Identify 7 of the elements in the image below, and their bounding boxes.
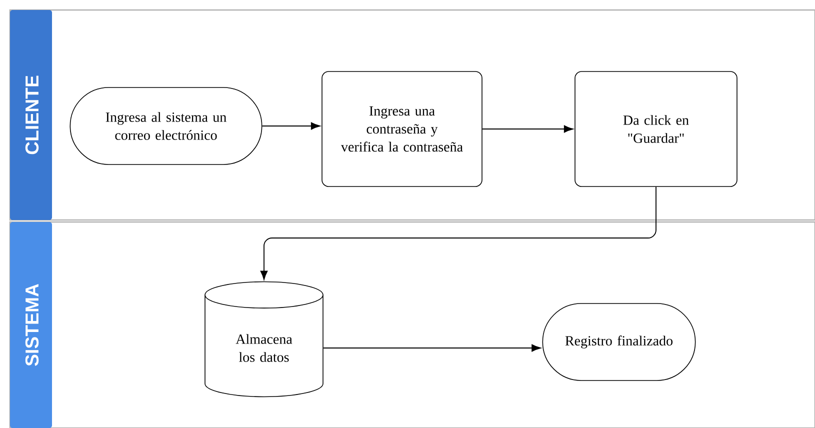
process-box: Da click en "Guardar" (574, 71, 738, 187)
arrow (322, 344, 541, 352)
arrow (482, 125, 574, 133)
process-box: Ingresa una contraseña y verifica la contraseña (322, 71, 482, 187)
arrow (262, 122, 320, 130)
database-cylinder: Almacena los datos (204, 281, 324, 398)
arrow (260, 186, 656, 280)
